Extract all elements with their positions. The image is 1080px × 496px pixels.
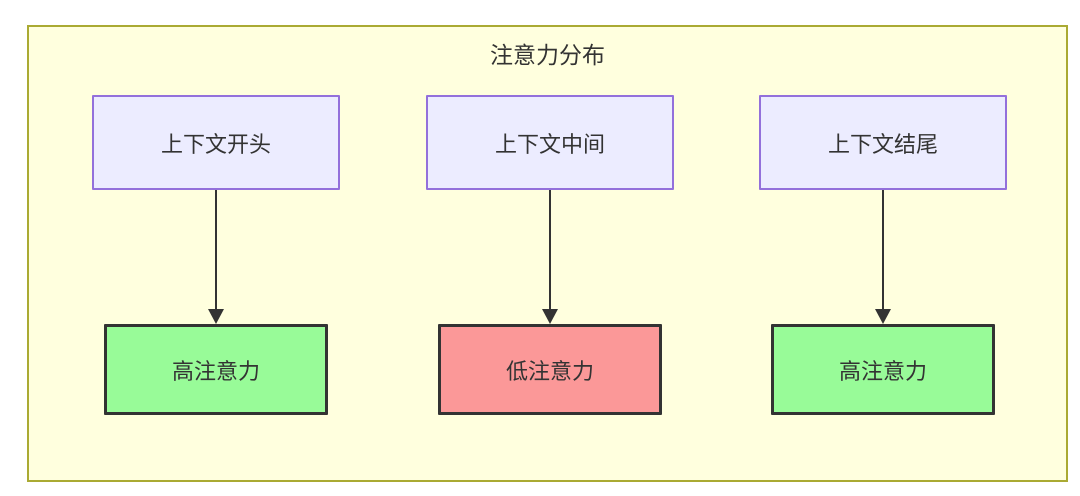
arrow-context-start-to-high-attention — [208, 190, 224, 324]
node-context-end-label: 上下文结尾 — [827, 131, 938, 157]
arrow-context-middle-to-low-attention — [542, 190, 558, 324]
arrow-down-icon — [875, 309, 891, 324]
node-low-attention-middle-label: 低注意力 — [505, 358, 594, 384]
node-context-end: 上下文结尾 — [759, 95, 1007, 190]
node-high-attention-end-label: 高注意力 — [838, 358, 927, 384]
arrow-line — [882, 190, 884, 310]
diagram-title: 注意力分布 — [490, 42, 605, 68]
attention-distribution-container: 注意力分布 上下文开头 上下文中间 上下文结尾 高注意力 低注意力 — [27, 25, 1068, 482]
arrow-line — [549, 190, 551, 310]
node-context-middle-label: 上下文中间 — [494, 131, 605, 157]
arrow-down-icon — [542, 309, 558, 324]
node-high-attention-end: 高注意力 — [771, 324, 995, 415]
arrow-down-icon — [208, 309, 224, 324]
arrow-line — [215, 190, 217, 310]
node-high-attention-start: 高注意力 — [104, 324, 328, 415]
node-low-attention-middle: 低注意力 — [438, 324, 662, 415]
node-high-attention-start-label: 高注意力 — [171, 358, 260, 384]
node-context-start: 上下文开头 — [92, 95, 340, 190]
node-context-middle: 上下文中间 — [426, 95, 674, 190]
arrow-context-end-to-high-attention — [875, 190, 891, 324]
node-context-start-label: 上下文开头 — [160, 131, 271, 157]
